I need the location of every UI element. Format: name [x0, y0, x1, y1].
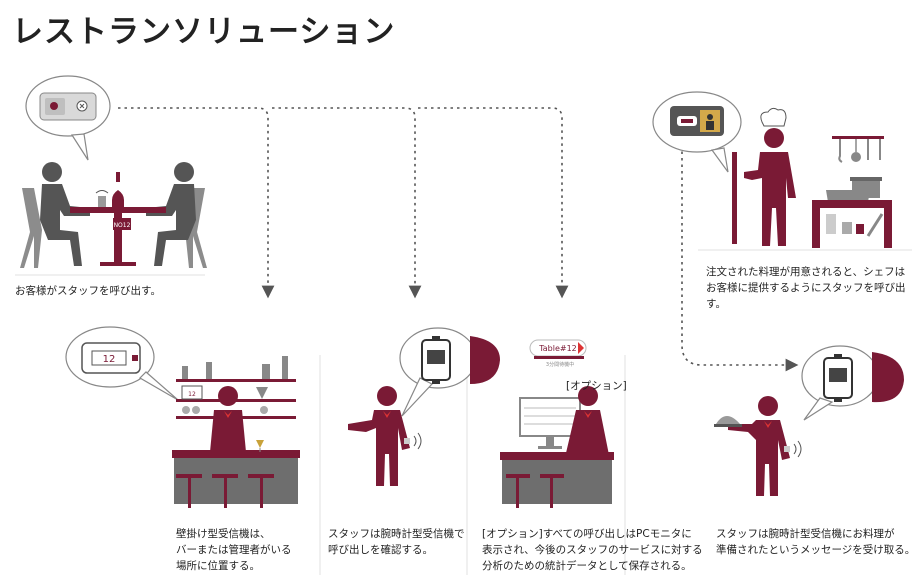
flow-arrow-to-pc	[418, 107, 569, 299]
customer-left	[40, 162, 90, 266]
staff-figure	[348, 386, 422, 486]
caption-waiter: スタッフは腕時計型受信機にお料理が 準備されたというメッセージを受け取る。	[716, 528, 916, 556]
watch-scene	[348, 327, 500, 486]
option-label: [オプション]	[566, 380, 627, 392]
caption-watch: スタッフは腕時計型受信機で 呼び出しを確認する。	[328, 528, 465, 556]
waiter-watch-bubble	[801, 345, 904, 421]
shelf-receiver-number: 12	[188, 391, 196, 398]
call-button-bubble	[25, 75, 111, 161]
pc-sub-label: 3分間待機中	[546, 361, 574, 368]
caption-customer: お客様がスタッフを呼び出す。	[15, 285, 161, 297]
dining-table: NO12	[70, 172, 166, 266]
bar-shelves: 12	[176, 356, 296, 419]
pc-callout: Table#12 3分間待機中	[529, 339, 587, 368]
chair-left	[20, 188, 42, 268]
pc-monitor	[519, 397, 581, 449]
receiver-number: 12	[103, 354, 116, 365]
customer-right	[146, 162, 196, 266]
page-title: レストランソリューション	[12, 14, 396, 50]
flow-arrow-to-watch	[272, 107, 422, 299]
caption-chef: 注文された料理が用意されると、シェフは お客様に提供するようにスタッフを呼び出す…	[706, 266, 906, 310]
chef-scene	[652, 91, 892, 248]
chef-call-bubble	[652, 91, 742, 173]
flow-arrows	[118, 107, 799, 372]
caption-pc: [オプション]すべての呼び出しはPCモニタに 表示され、今後のスタッフのサービス…	[482, 528, 703, 572]
waiter-figure	[714, 396, 802, 496]
pc-table-label: Table#12	[538, 344, 577, 353]
bar-scene: 12 12	[65, 326, 300, 508]
waiter-scene	[714, 345, 904, 496]
bar-counter	[172, 440, 300, 508]
flow-arrow-to-bar	[118, 107, 275, 299]
table-number-sign: NO12	[114, 222, 131, 229]
pc-desk	[500, 452, 614, 508]
caption-bar: 壁掛け型受信機は、 バーまたは管理者がいる 場所に位置する。	[176, 528, 292, 572]
kitchen-area	[812, 136, 892, 248]
receiver-bubble: 12	[65, 326, 179, 401]
customer-scene: NO12	[20, 75, 207, 268]
bartender-figure	[210, 386, 246, 452]
flow-arrow-chef-to-waiter	[681, 145, 799, 372]
chef-figure	[732, 107, 796, 246]
pc-scene: Table#12 3分間待機中	[500, 339, 614, 508]
watch-bubble	[399, 327, 500, 417]
